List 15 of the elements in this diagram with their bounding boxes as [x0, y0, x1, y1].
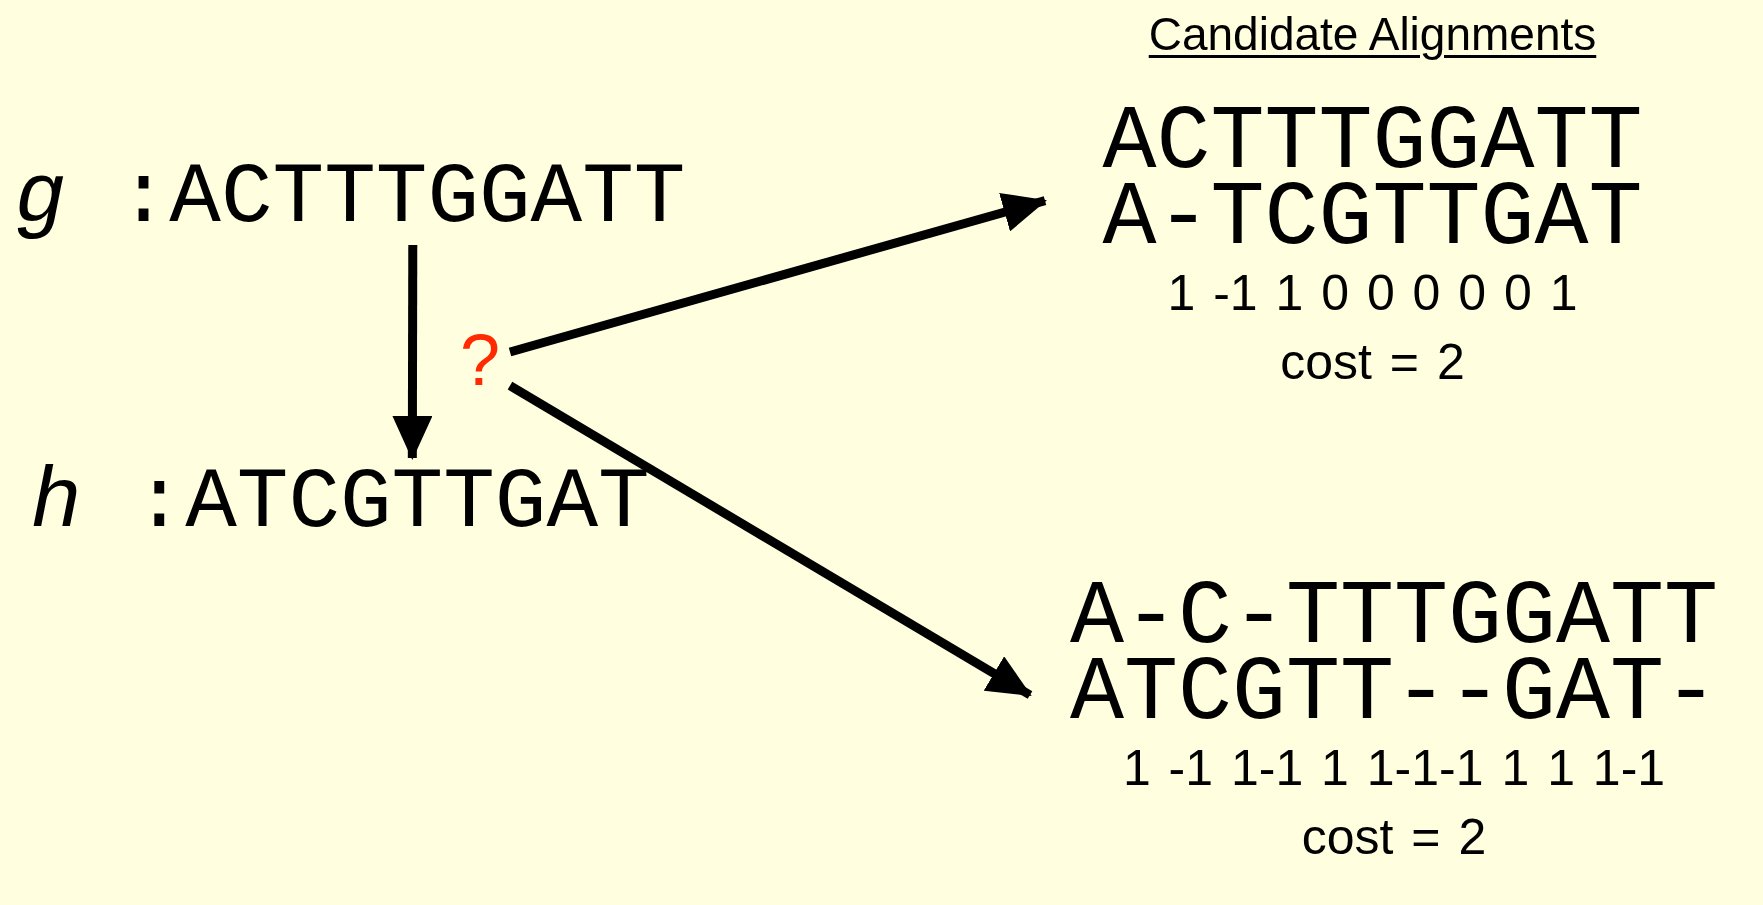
- score-row-text: 1 -1 1 0 0 0 0 0 1: [1167, 264, 1578, 323]
- aligned-sequence: ATCGTT--GAT-: [1069, 656, 1719, 732]
- aligned-sequence: A-TCGTTGAT: [1102, 181, 1643, 257]
- aligned-sequence: ACTTTGGATT: [1102, 105, 1643, 181]
- title: Candidate Alignments: [1148, 8, 1597, 60]
- cost-label: cost = 2: [1280, 333, 1465, 392]
- arrow: [507, 381, 1033, 699]
- aligned-sequence: A-C-TTTGGATT: [1069, 580, 1719, 656]
- sequence-label: g :ACTTTGGATT: [14, 152, 686, 243]
- sequence-label: h :ATCGTTGAT: [30, 458, 650, 548]
- question-mark: ?: [459, 320, 500, 400]
- arrow: [508, 192, 1047, 357]
- arrow: [392, 245, 433, 460]
- score-row-text: 1 -1 1-1 1 1-1-1 1 1 1-1: [1122, 739, 1666, 798]
- cost-label: cost = 2: [1301, 808, 1487, 867]
